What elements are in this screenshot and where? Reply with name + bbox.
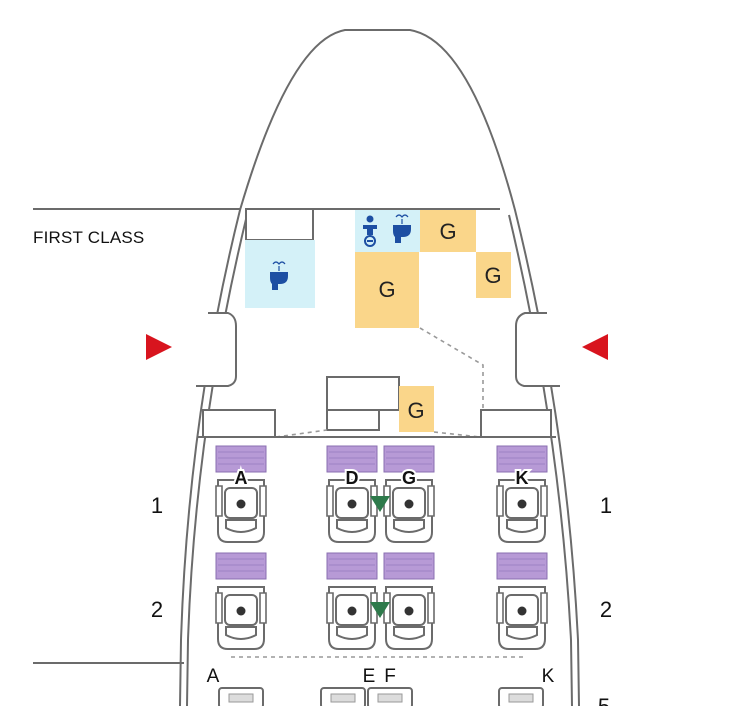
seat-letter: A — [235, 468, 248, 488]
seat-5K[interactable] — [498, 687, 544, 706]
seat-2A[interactable] — [215, 552, 267, 650]
row-number-right: 1 — [600, 493, 612, 518]
dashed-boundaries — [231, 327, 527, 658]
cabin-label: FIRST CLASS — [33, 228, 145, 247]
fuselage-outline — [179, 29, 580, 706]
exit-triangle-icon — [146, 334, 172, 360]
column-letter-k: K — [542, 666, 555, 687]
lavatory-icon — [270, 261, 288, 290]
row-number-left: 1 — [151, 493, 163, 518]
galley-3: G — [355, 252, 419, 328]
galley-label: G — [484, 263, 501, 288]
closet-left — [202, 409, 276, 438]
exit-triangle-icon — [582, 334, 608, 360]
seat-1D[interactable]: D — [326, 445, 378, 543]
row-number-left: 2 — [151, 597, 163, 622]
seat-5F[interactable] — [367, 687, 413, 706]
closet-right — [480, 409, 552, 438]
seat-5E[interactable] — [320, 687, 366, 706]
baby-change-icon — [363, 215, 377, 247]
row-number-right: 2 — [600, 597, 612, 622]
lavatory-left — [245, 240, 315, 308]
seat-1K[interactable]: K — [496, 445, 548, 543]
column-letter-a: A — [207, 666, 220, 687]
row-number-right: 5 — [598, 694, 610, 706]
galley-1: G — [420, 210, 476, 252]
galley-4: G — [326, 376, 434, 432]
seat-letter: D — [346, 468, 359, 488]
galley-2: G — [476, 252, 511, 298]
seat-letter: G — [402, 468, 416, 488]
door-left — [196, 312, 237, 387]
seat-2D[interactable] — [326, 552, 378, 650]
door-right — [515, 312, 560, 387]
closet-forward-left — [245, 208, 314, 241]
seat-2G[interactable] — [383, 552, 435, 650]
galley-label: G — [378, 277, 395, 302]
galley-label: G — [439, 219, 456, 244]
column-letter-f: F — [384, 666, 396, 687]
galley-label: G — [407, 398, 424, 423]
lavatory-icon — [393, 214, 411, 243]
seat-5A[interactable] — [218, 687, 264, 706]
seat-1G[interactable]: G — [383, 445, 435, 543]
bassinet-triangle-icon — [370, 496, 390, 512]
seat-2K[interactable] — [496, 552, 548, 650]
seat-letter: K — [516, 468, 529, 488]
column-letter-e: E — [363, 666, 376, 687]
seat-1A[interactable]: A — [215, 445, 267, 543]
lavatory-right — [355, 210, 420, 252]
bassinet-triangle-icon — [370, 602, 390, 618]
